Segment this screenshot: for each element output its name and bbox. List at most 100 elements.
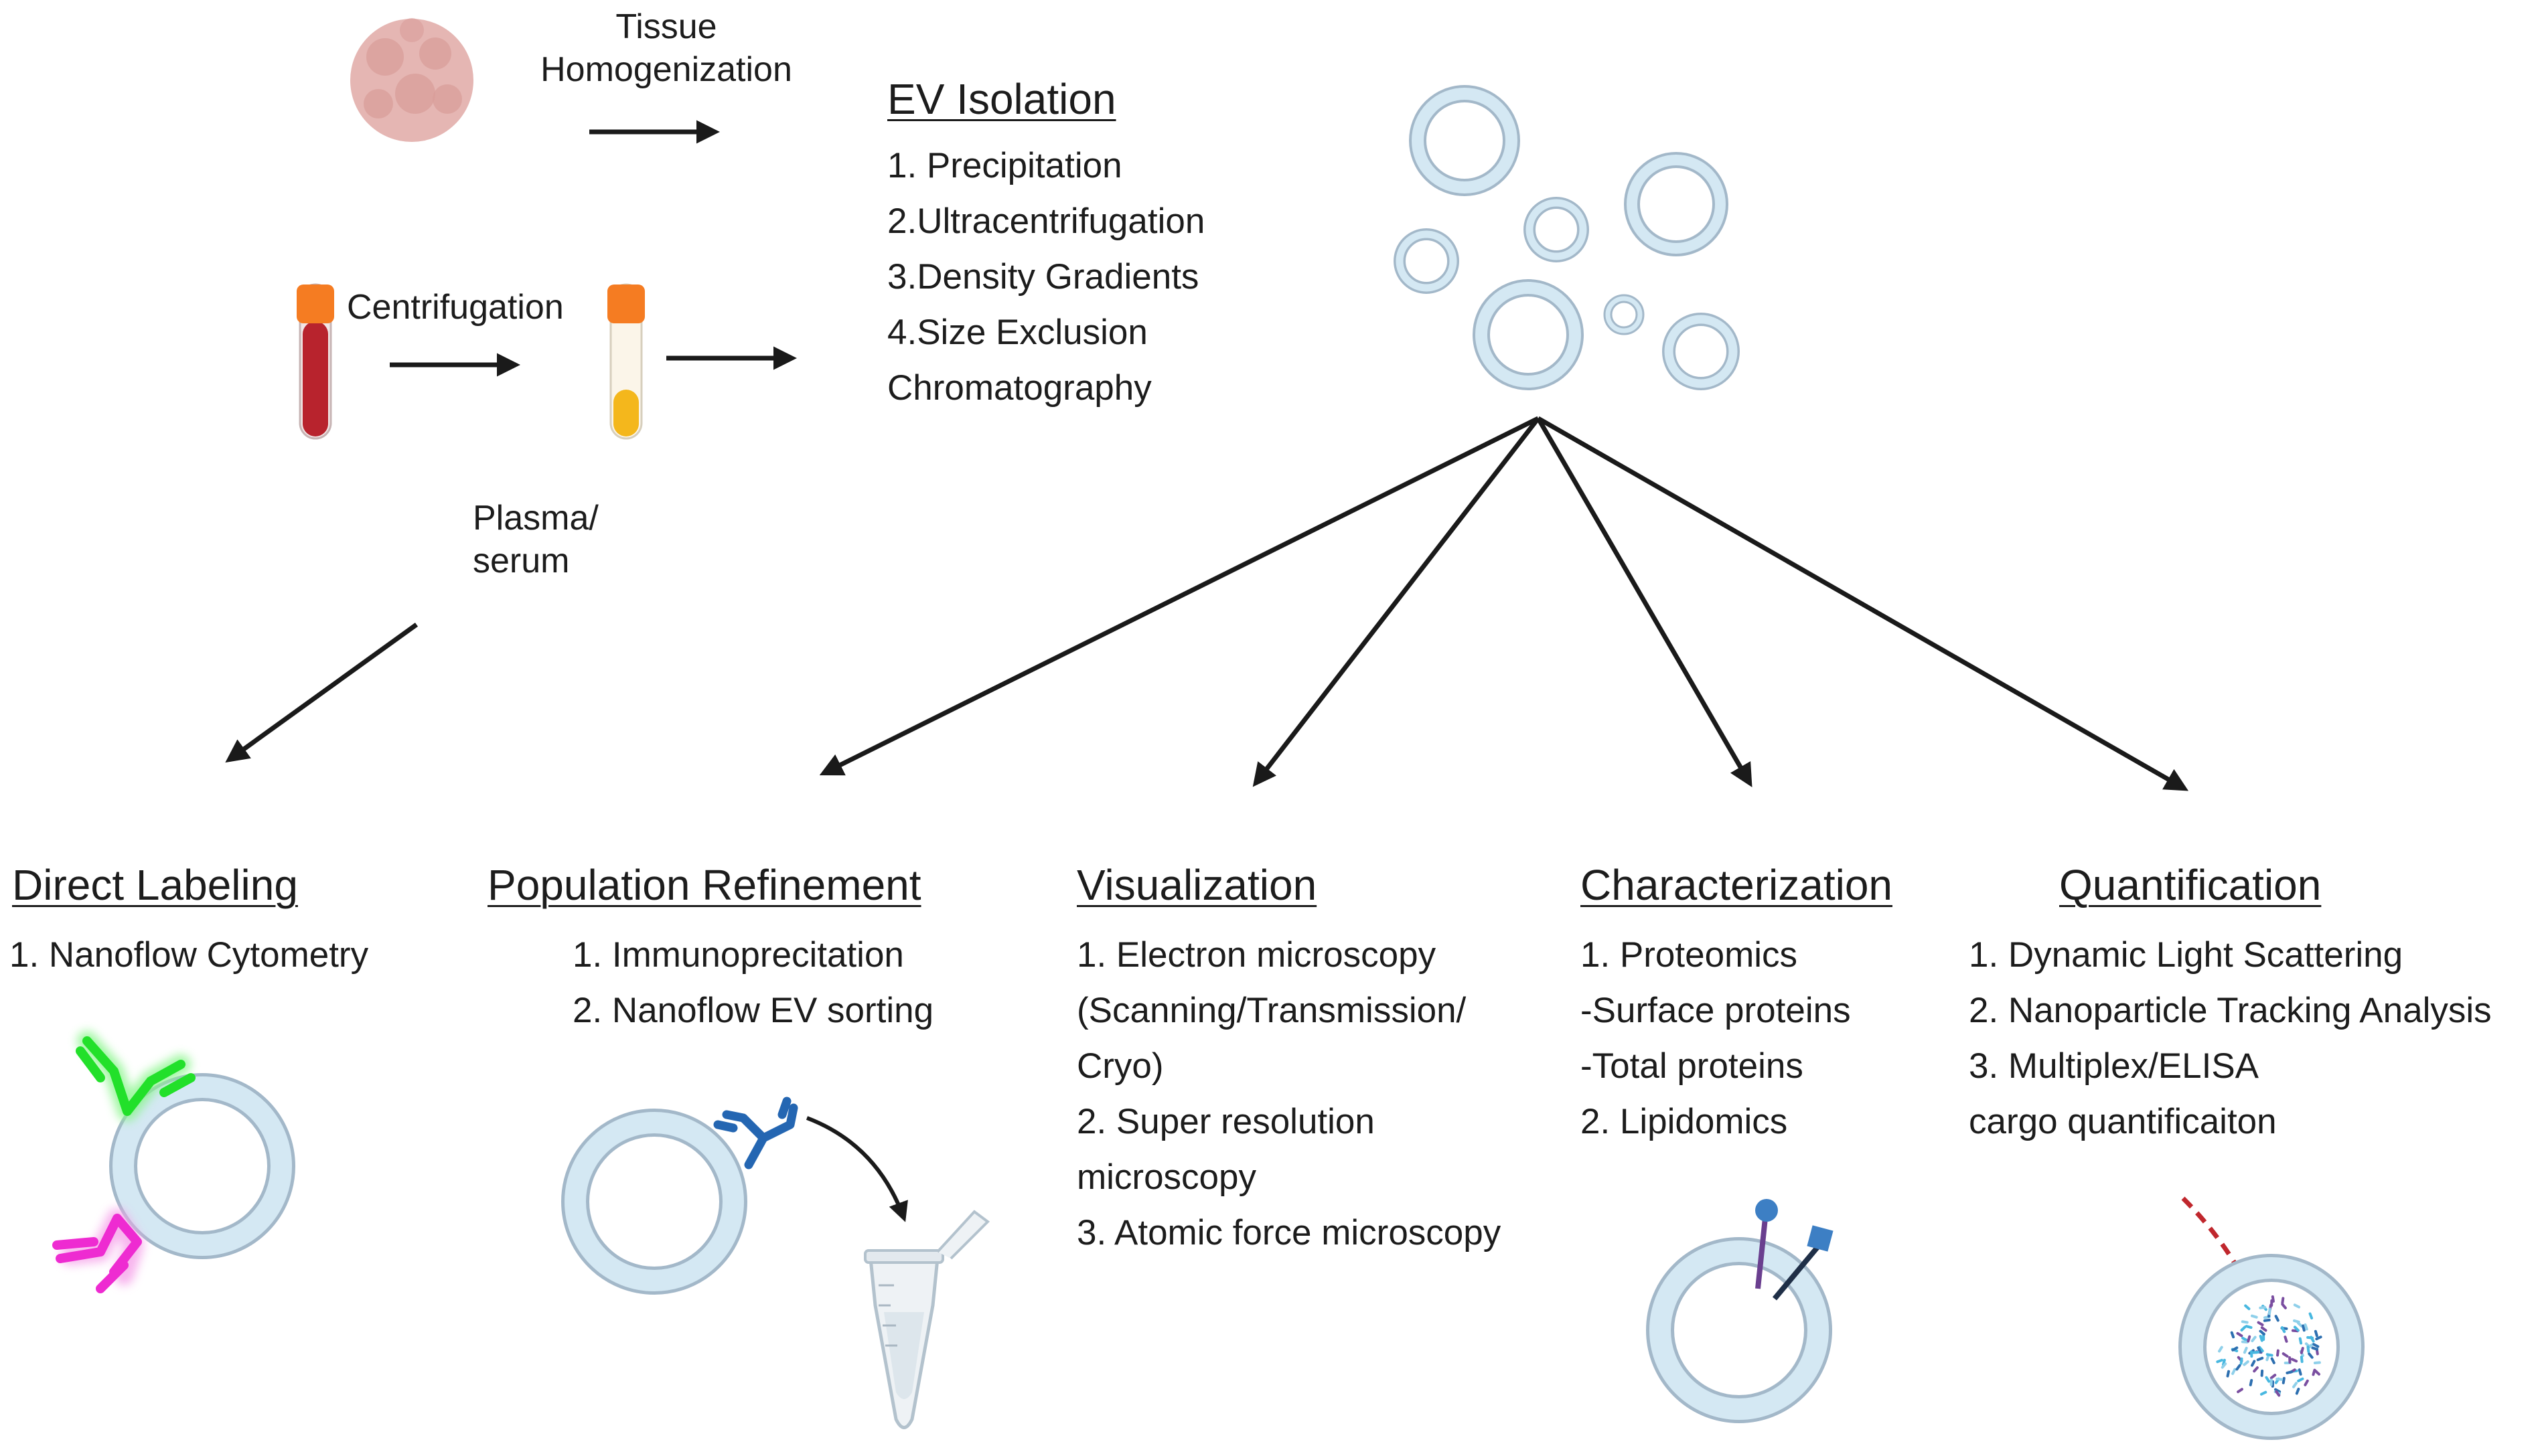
cargo-particles [2216, 1295, 2322, 1397]
cargo-particle [2280, 1326, 2286, 1333]
cargo-particle [2298, 1368, 2302, 1376]
microcentrifuge-tube-icon [864, 1210, 990, 1429]
cargo-particle [2251, 1336, 2257, 1343]
cargo-particle [2304, 1323, 2308, 1331]
cargo-particle [2275, 1390, 2281, 1397]
ev-isolation-list: 1. Precipitation 2.Ultracentrifugation 3… [887, 138, 1205, 416]
cargo-particle [2240, 1325, 2247, 1332]
cargo-particle [2313, 1361, 2321, 1365]
cargo-vesicle-icon [2178, 1196, 2365, 1440]
cargo-particle [2244, 1304, 2251, 1311]
lipid-protein-vesicle-icon [1646, 1199, 1834, 1423]
visualization-item: 3. Atomic force microscopy [1077, 1213, 1501, 1252]
cargo-particle [2311, 1346, 2319, 1351]
quantification-list: 1. Dynamic Light Scattering 2. Nanoparti… [1969, 927, 2492, 1149]
cargo-particle [2270, 1357, 2275, 1364]
cargo-particle [2281, 1303, 2287, 1309]
cargo-particle [2315, 1336, 2322, 1341]
cargo-particle [2290, 1358, 2298, 1363]
cargo-particle [2284, 1336, 2288, 1343]
quantification-item: 3. Multiplex/ELISA [1969, 1046, 2259, 1086]
cargo-particle [2292, 1319, 2300, 1323]
cargo-particle [2245, 1325, 2253, 1329]
cargo-particle [2241, 1320, 2249, 1324]
arrow-to-characterization [1536, 417, 1752, 788]
cargo-particle [2226, 1370, 2231, 1378]
population-refinement-item: 1. Immunoprecitation [573, 935, 904, 975]
cargo-particle [2263, 1318, 2271, 1322]
characterization-item: 2. Lipidomics [1580, 1102, 1788, 1141]
cargo-particle [2236, 1331, 2243, 1338]
cargo-particle [2221, 1362, 2227, 1369]
cargo-particle [2276, 1349, 2280, 1357]
cargo-particle [2308, 1343, 2315, 1348]
cargo-particle [2297, 1377, 2304, 1382]
quantification-item: 2. Nanoparticle Tracking Analysis [1969, 991, 2492, 1030]
green-antibody-icon [76, 1031, 196, 1121]
cargo-particle [2231, 1368, 2237, 1375]
cargo-particle [2259, 1305, 2267, 1309]
cargo-particle [2259, 1390, 2267, 1396]
cargo-particle [2282, 1352, 2289, 1358]
centrifugation-label: Centrifugation [347, 288, 564, 327]
quantification-item: cargo quantificaiton [1969, 1102, 2277, 1141]
cargo-particle [2230, 1331, 2235, 1339]
cargo-particle [2296, 1321, 2304, 1328]
cargo-particle [2259, 1329, 2265, 1336]
ev-isolation-item: 1. Precipitation [887, 146, 1122, 185]
visualization-title: Visualization [1077, 861, 1317, 909]
plasma-serum-label: Plasma/ serum [473, 497, 599, 582]
cargo-particle [2314, 1370, 2320, 1376]
cargo-particle [2293, 1325, 2300, 1332]
cargo-particle [2265, 1354, 2270, 1362]
cargo-particle [2300, 1347, 2304, 1354]
cargo-particle [2252, 1350, 2260, 1354]
cargo-particle [2243, 1360, 2249, 1366]
cargo-particle [2308, 1312, 2314, 1319]
cargo-particle [2253, 1366, 2259, 1373]
cargo-particle [2308, 1352, 2314, 1359]
plasma-label-line-2: serum [473, 542, 570, 580]
cargo-particle [2260, 1326, 2267, 1332]
direct-labeling-list: 1. Nanoflow Cytometry [9, 927, 368, 983]
labeled-vesicle-icon [52, 1031, 295, 1293]
visualization-item: 2. Super resolution [1077, 1102, 1375, 1141]
magenta-antibody-icon [52, 1208, 144, 1293]
cargo-particle [2257, 1346, 2262, 1354]
cargo-particle [2216, 1358, 2223, 1364]
vesicle-sorting-icon [561, 1097, 908, 1295]
arrow-to-quantification [1537, 416, 2189, 791]
vesicle-cluster-icon [1394, 85, 1740, 390]
cargo-particle [2250, 1314, 2258, 1319]
ev-isolation-item: 3.Density Gradients [887, 257, 1199, 297]
quantification-title: Quantification [2059, 861, 2322, 909]
cargo-particle [2312, 1343, 2320, 1348]
cargo-particle [2273, 1388, 2282, 1393]
tissue-label-line-1: Tissue [615, 7, 717, 46]
arrow-to-visualization [1252, 416, 1540, 787]
cargo-particle [2281, 1297, 2285, 1305]
characterization-item: 1. Proteomics [1580, 935, 1798, 975]
cargo-particle [2292, 1382, 2298, 1388]
population-refinement-list: 1. Immunoprecitation 2. Nanoflow EV sort… [573, 927, 933, 1038]
population-refinement-item: 2. Nanoflow EV sorting [573, 991, 934, 1030]
characterization-list: 1. Proteomics -Surface proteins -Total p… [1580, 927, 1851, 1149]
cargo-particle [2257, 1321, 2264, 1327]
cargo-particle [2265, 1376, 2271, 1383]
plasma-label-line-1: Plasma/ [473, 499, 599, 538]
cargo-particle [2275, 1378, 2284, 1381]
cargo-particle [2235, 1364, 2241, 1371]
characterization-title: Characterization [1580, 861, 1892, 909]
visualization-item: (Scanning/Transmission/ [1077, 991, 1467, 1030]
visualization-list: 1. Electron microscopy (Scanning/Transmi… [1077, 927, 1501, 1261]
visualization-item: Cryo) [1077, 1046, 1164, 1086]
sorting-curved-arrow [806, 1116, 908, 1222]
cargo-particle [2314, 1329, 2318, 1338]
arrow-to-direct-labeling [225, 623, 419, 763]
cargo-particle [2258, 1346, 2264, 1353]
cargo-particle [2256, 1356, 2264, 1362]
tissue-icon [350, 18, 473, 142]
cargo-particle [2259, 1334, 2263, 1342]
cargo-particle [2293, 1303, 2301, 1309]
